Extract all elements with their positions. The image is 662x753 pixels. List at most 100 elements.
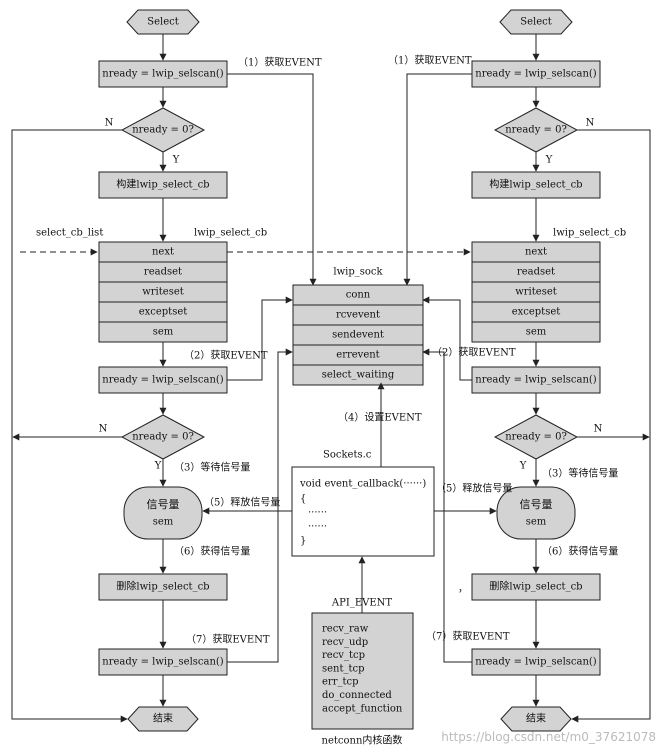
center-block: lwip_sock conn rcvevent sendevent errevent s… bbox=[20, 73, 497, 747]
sock-field-text: conn bbox=[346, 290, 371, 301]
right-struct-field-text: writeset bbox=[515, 287, 557, 298]
left-scan3-box bbox=[98, 648, 228, 676]
sock-field-text: errevent bbox=[336, 350, 379, 361]
sock-field-text: rcvevent bbox=[336, 310, 380, 321]
label-release-sem-5-left: （5）释放信号量 bbox=[204, 496, 280, 509]
label-get-event-2-left: （2）获取EVENT bbox=[184, 350, 268, 362]
netconn-func-item: recv_udp bbox=[322, 637, 368, 648]
right-scan3-text: nready = lwip_selscan() bbox=[475, 657, 597, 668]
label-get-event-7-right: （7）获取EVENT bbox=[426, 631, 510, 643]
left-cond1-text: nready = 0? bbox=[132, 125, 194, 136]
right-end-text: 结束 bbox=[526, 712, 546, 725]
left-struct-field-text: readset bbox=[144, 267, 182, 278]
left-struct-label: lwip_select_cb bbox=[194, 228, 267, 239]
left-scan1-box bbox=[98, 60, 228, 88]
left-start-text: Select bbox=[147, 17, 179, 28]
label-set-event-4: （4）设置EVENT bbox=[338, 412, 422, 424]
right-build-text: 构建lwip_select_cb bbox=[489, 178, 582, 191]
sock-field-box bbox=[292, 364, 424, 386]
left-cond2-text: nready = 0? bbox=[132, 432, 194, 443]
watermark: https://blog.csdn.net/m0_37621078 bbox=[441, 730, 656, 744]
right-scan1-text: nready = lwip_selscan() bbox=[475, 69, 597, 80]
label-obtain-sem-6-left: （6）获得信号量 bbox=[174, 546, 250, 558]
right-delete-box bbox=[471, 573, 601, 601]
label-get-event-1-left: （1）获取EVENT bbox=[238, 57, 322, 69]
label-get-event-2-right: （2）获取EVENT bbox=[432, 347, 516, 359]
left-y2-label: Y bbox=[154, 461, 162, 472]
left-start-node bbox=[126, 9, 200, 35]
code-line-4: ······ bbox=[308, 522, 327, 533]
right-y2-label: Y bbox=[519, 461, 527, 472]
left-sem-line2: sem bbox=[153, 517, 174, 528]
right-sem-node bbox=[496, 486, 576, 540]
left-scan2-text: nready = lwip_selscan() bbox=[102, 375, 224, 386]
label-get-event-1-right: （1）获取EVENT bbox=[388, 55, 472, 67]
label-release-sem-5-right: （5）释放信号量 bbox=[436, 482, 512, 495]
right-start-node bbox=[499, 9, 573, 35]
right-struct-field-text: next bbox=[525, 247, 547, 258]
netconn-func-item: recv_tcp bbox=[322, 650, 365, 661]
label-wait-sem-3-right: （3）等待信号量 bbox=[542, 467, 618, 480]
left-struct-field-text: sem bbox=[153, 327, 174, 338]
right-struct-label: lwip_select_cb bbox=[553, 228, 626, 239]
left-scan3-text: nready = lwip_selscan() bbox=[102, 657, 224, 668]
left-flow: Select nready = lwip_selscan() nready = … bbox=[11, 9, 267, 732]
netconn-func-list: recv_rawrecv_udprecv_tcpsent_tcperr_tcpd… bbox=[322, 624, 403, 715]
left-n2-label: N bbox=[99, 424, 108, 435]
label-get-event-7-left: （7）获取EVENT bbox=[186, 634, 270, 646]
netconn-box bbox=[311, 612, 414, 730]
left-delete-text: 删除lwip_select_cb bbox=[116, 580, 209, 593]
left-scan2-box bbox=[98, 366, 228, 394]
right-n1-label: N bbox=[586, 118, 595, 129]
right-struct-field-text: exceptset bbox=[512, 307, 561, 318]
step-labels: （1）获取EVENT （1）获取EVENT （2）获取EVENT （2）获取EV… bbox=[174, 55, 618, 646]
stray-mark: ， bbox=[458, 584, 468, 595]
left-struct-fields: next readset writeset exceptset sem bbox=[98, 241, 228, 343]
select-cb-list-label: select_cb_list bbox=[36, 228, 103, 239]
netconn-func-item: sent_tcp bbox=[322, 663, 365, 674]
label-wait-sem-3-left: （3）等待信号量 bbox=[174, 461, 250, 474]
sock-field-text: sendevent bbox=[332, 330, 384, 341]
code-line-5: } bbox=[300, 536, 306, 547]
label-obtain-sem-6-right: （6）获得信号量 bbox=[542, 546, 618, 558]
left-end-node bbox=[127, 706, 199, 732]
netconn-func-item: accept_function bbox=[322, 703, 403, 714]
left-delete-box bbox=[98, 573, 228, 601]
sock-fields: conn rcvevent sendevent errevent select_wait… bbox=[292, 284, 424, 386]
left-struct-field-text: exceptset bbox=[139, 307, 188, 318]
right-flow: Select nready = lwip_selscan() nready = … bbox=[471, 9, 651, 732]
right-sem-line1: 信号量 bbox=[520, 498, 553, 511]
code-line-3: ······ bbox=[308, 508, 327, 519]
right-n2-label: N bbox=[594, 424, 603, 435]
sock-field-text: select_waiting bbox=[322, 370, 395, 381]
left-end-text: 结束 bbox=[153, 712, 173, 725]
left-struct-field-text: next bbox=[152, 247, 174, 258]
right-delete-text: 删除lwip_select_cb bbox=[489, 580, 582, 593]
left-y1-label: Y bbox=[172, 155, 180, 166]
right-struct-field-text: sem bbox=[526, 327, 547, 338]
left-n1-label: N bbox=[105, 118, 114, 129]
left-build-box bbox=[98, 171, 228, 199]
left-struct-field-text: writeset bbox=[142, 287, 184, 298]
right-start-text: Select bbox=[520, 17, 552, 28]
right-y1-label: Y bbox=[545, 155, 553, 166]
sockets-label: Sockets.c bbox=[323, 450, 372, 461]
right-end-node bbox=[500, 706, 572, 732]
netconn-func-item: recv_raw bbox=[322, 624, 369, 635]
right-sem-line2: sem bbox=[526, 517, 547, 528]
netconn-func-item: do_connected bbox=[322, 690, 392, 701]
sockets-box bbox=[291, 466, 435, 557]
right-cond1-text: nready = 0? bbox=[505, 125, 567, 136]
left-sem-node bbox=[123, 486, 203, 540]
left-scan1-text: nready = lwip_selscan() bbox=[102, 69, 224, 80]
left-sem-line1: 信号量 bbox=[147, 498, 180, 511]
right-scan2-text: nready = lwip_selscan() bbox=[475, 375, 597, 386]
right-struct-field-text: readset bbox=[517, 267, 555, 278]
right-struct-fields: next readset writeset exceptset sem bbox=[471, 241, 601, 343]
right-build-box bbox=[471, 171, 601, 199]
sock-label: lwip_sock bbox=[333, 267, 383, 278]
code-line-1: void event_callback(······) bbox=[299, 479, 426, 490]
code-line-2: { bbox=[300, 494, 306, 505]
netconn-label: netconn内核函数 bbox=[322, 734, 403, 747]
